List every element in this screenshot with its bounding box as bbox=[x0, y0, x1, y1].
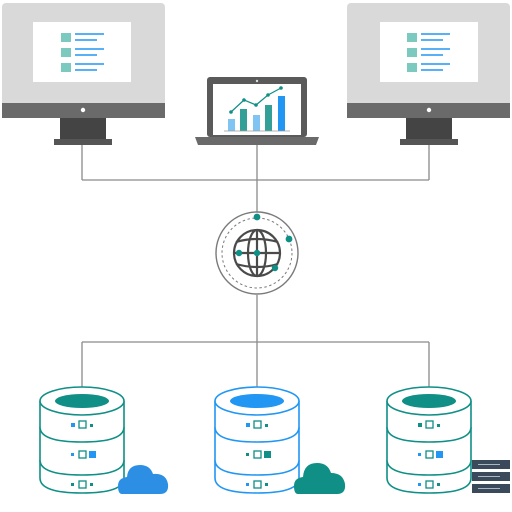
document-list-icon bbox=[407, 33, 450, 72]
cloud-icon bbox=[118, 465, 169, 494]
server-indicators bbox=[418, 420, 443, 489]
server-indicators bbox=[246, 420, 271, 489]
hub-node bbox=[253, 213, 261, 221]
server-top-disk bbox=[402, 394, 456, 408]
hub-dashed-ring bbox=[221, 217, 293, 289]
monitor-screen bbox=[33, 22, 131, 82]
hub-node bbox=[271, 264, 279, 272]
monitor-base bbox=[400, 139, 458, 145]
server-indicators bbox=[71, 420, 96, 489]
laptop-camera bbox=[255, 79, 259, 83]
connector-lines bbox=[81, 145, 430, 390]
bar-line-chart-icon bbox=[224, 86, 290, 132]
monitor-neck bbox=[406, 118, 452, 139]
monitor-screen bbox=[380, 22, 478, 82]
power-led bbox=[80, 107, 86, 113]
monitor-neck bbox=[60, 118, 106, 139]
database-server-right bbox=[386, 386, 510, 494]
desktop-left bbox=[2, 3, 165, 145]
monitor-base bbox=[54, 139, 112, 145]
database-server-center bbox=[214, 386, 346, 494]
hub-node bbox=[285, 235, 293, 243]
desktop-right bbox=[347, 3, 510, 145]
power-led bbox=[426, 107, 432, 113]
database-server-left bbox=[39, 386, 169, 494]
cloud-icon bbox=[294, 463, 346, 494]
hub-node bbox=[235, 249, 243, 257]
hub-node bbox=[253, 249, 261, 257]
laptop bbox=[195, 77, 319, 145]
laptop-base bbox=[195, 137, 319, 145]
server-top-disk bbox=[230, 394, 284, 408]
storage-rack-icon bbox=[472, 460, 510, 493]
network-hub bbox=[215, 211, 299, 295]
server-top-disk bbox=[55, 394, 109, 408]
document-list-icon bbox=[61, 33, 104, 72]
